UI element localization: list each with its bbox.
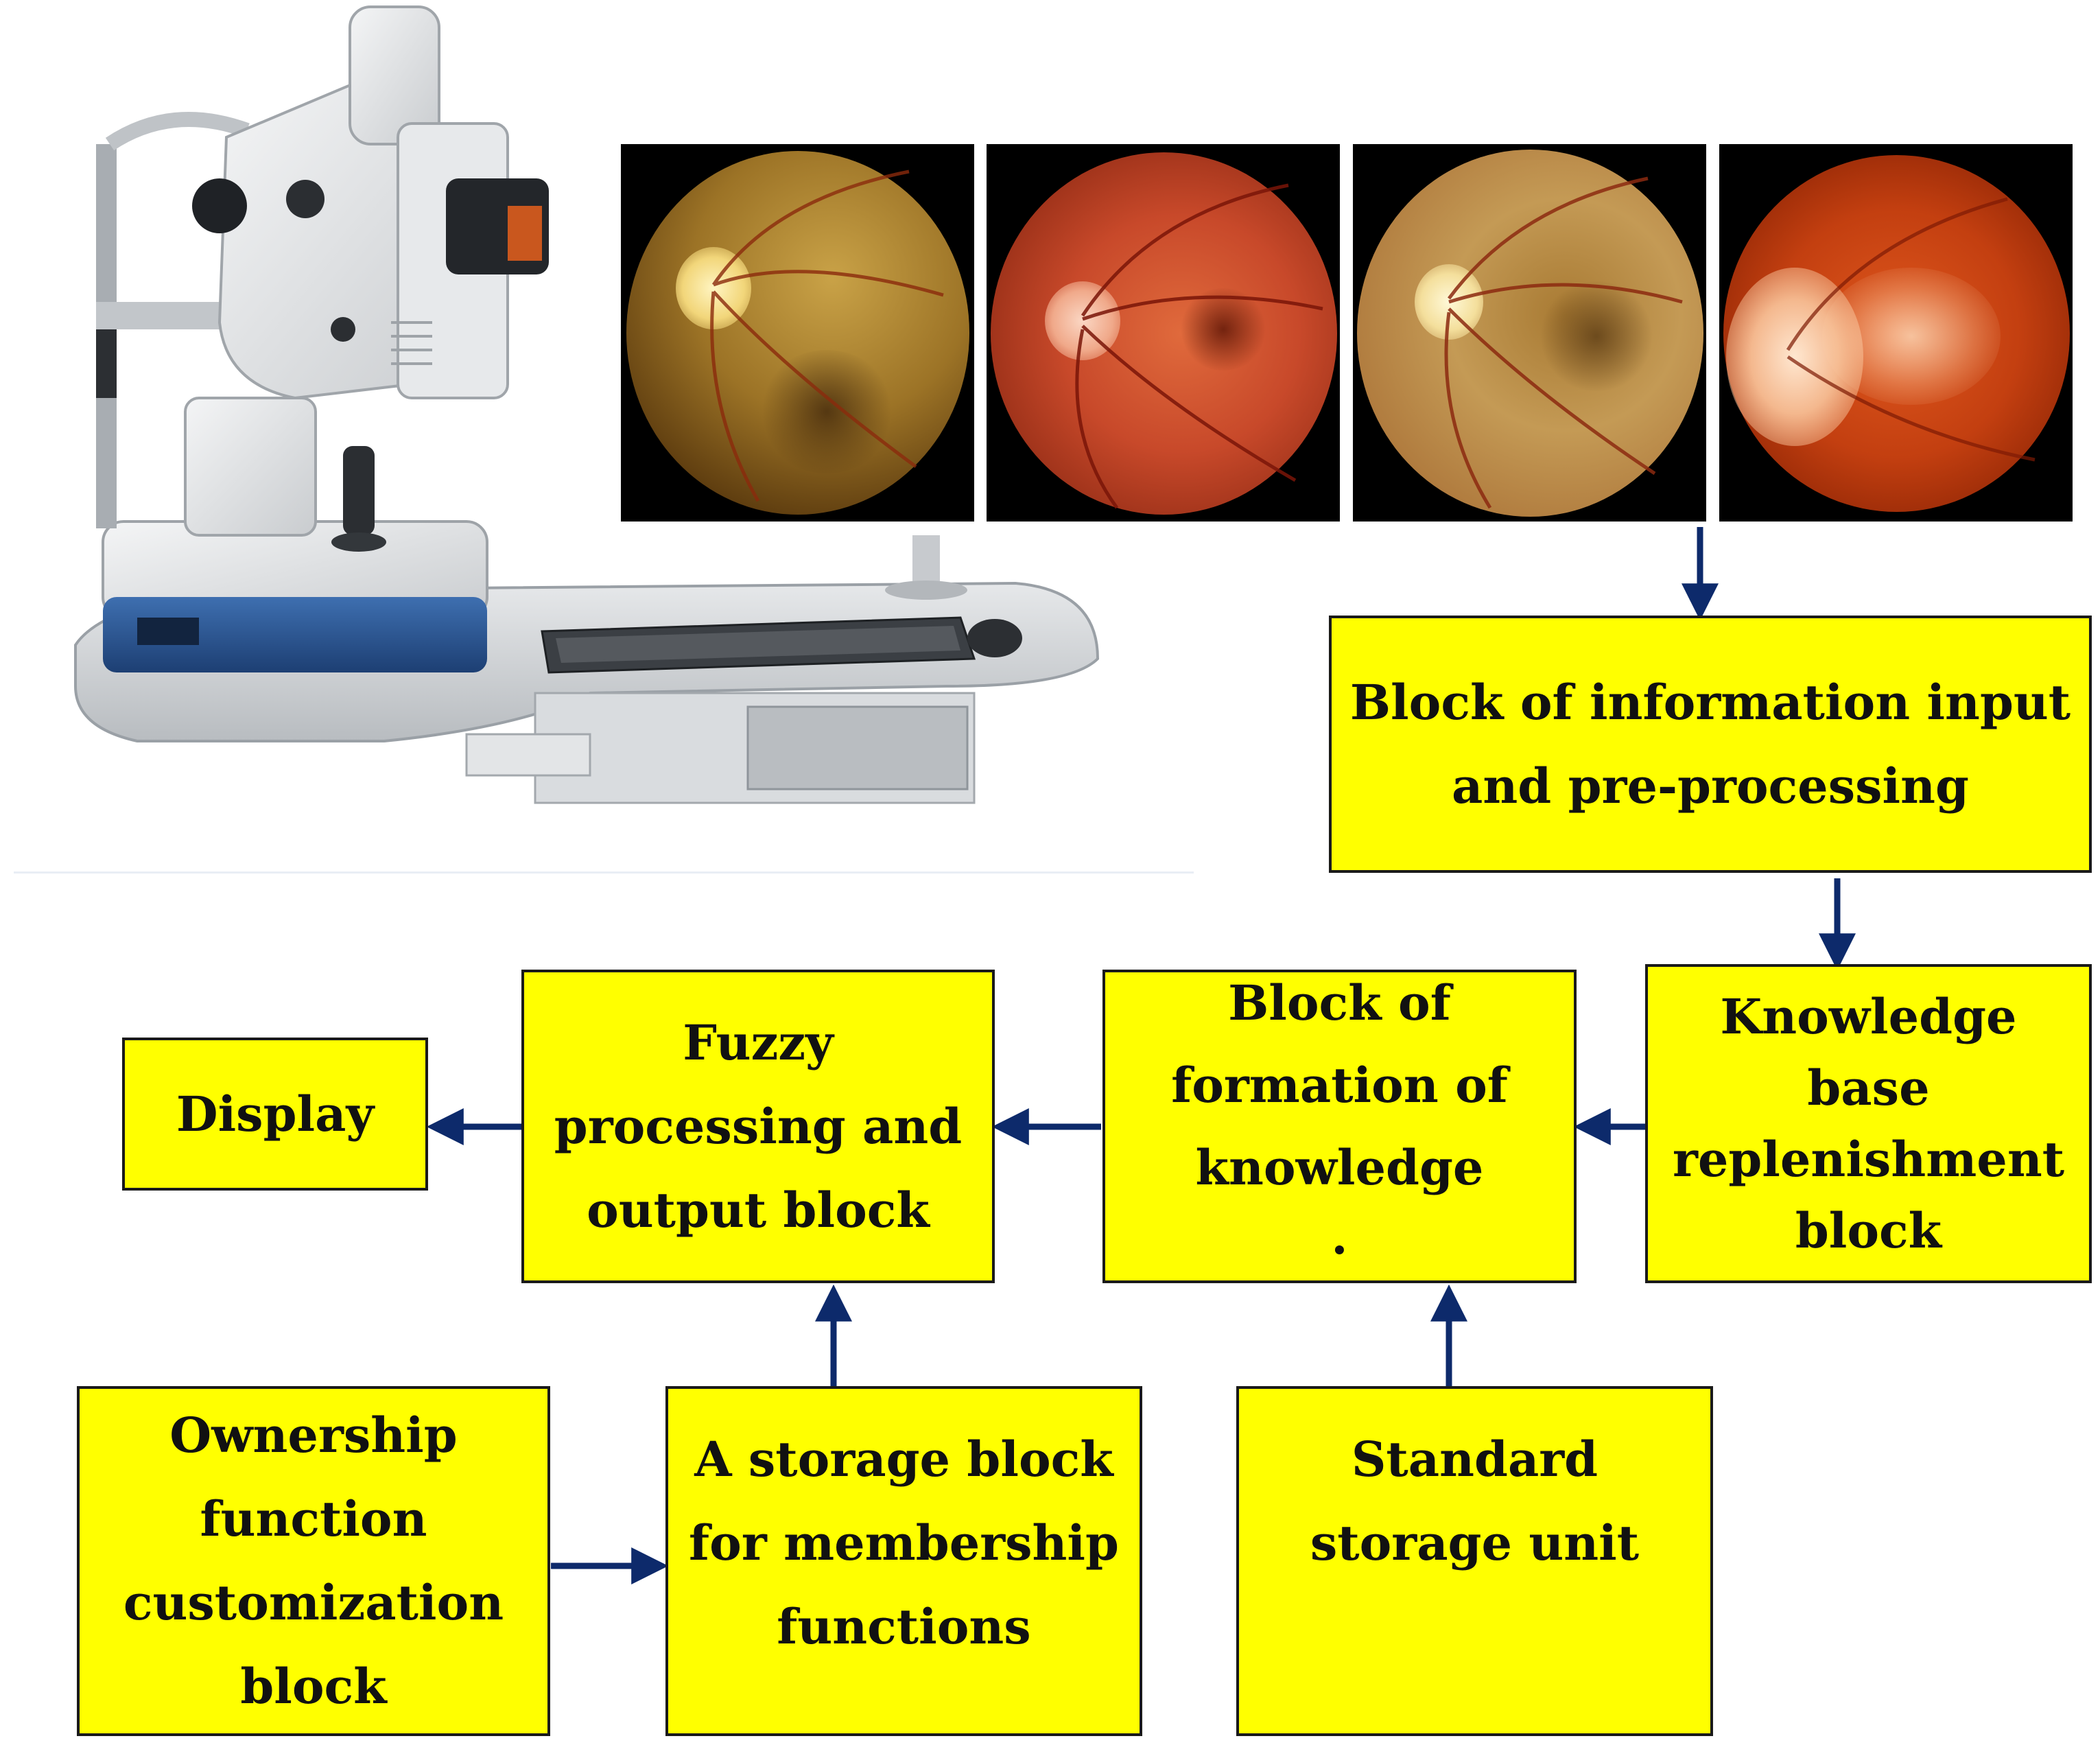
block-membership-function-storage-label: A storage block for membership functions <box>689 1431 1119 1655</box>
block-display-label: Display <box>176 1085 375 1143</box>
block-knowledge-base-replenishment: Knowledge base replenishment block <box>1645 964 2092 1283</box>
block-standard-storage-unit: Standard storage unit <box>1236 1386 1713 1736</box>
block-information-input-label: Block of information input and pre-proce… <box>1349 673 2071 815</box>
block-ownership-function-customization: Ownership function customization block <box>77 1386 550 1736</box>
block-standard-storage-unit-label: Standard storage unit <box>1310 1431 1640 1571</box>
block-information-input: Block of information input and pre-proce… <box>1329 616 2092 873</box>
block-formation-of-knowledge: Block of formation of knowledge · <box>1102 970 1577 1283</box>
block-fuzzy-processing-label: Fuzzy processing and output block <box>554 1014 963 1239</box>
block-knowledge-base-replenishment-label: Knowledge base replenishment block <box>1672 987 2065 1259</box>
block-formation-of-knowledge-label: Block of formation of knowledge · <box>1171 974 1508 1278</box>
fundus-image-2 <box>987 144 1340 522</box>
separator-line <box>14 871 1194 874</box>
fundus-image-4 <box>1719 144 2073 522</box>
block-fuzzy-processing: Fuzzy processing and output block <box>521 970 995 1283</box>
fundus-image-3 <box>1353 144 1706 522</box>
block-membership-function-storage: A storage block for membership functions <box>665 1386 1142 1736</box>
fundus-camera-illustration <box>74 5 1100 804</box>
fundus-image-1 <box>621 144 974 522</box>
block-ownership-function-customization-label: Ownership function customization block <box>123 1407 504 1715</box>
block-display: Display <box>122 1038 428 1191</box>
